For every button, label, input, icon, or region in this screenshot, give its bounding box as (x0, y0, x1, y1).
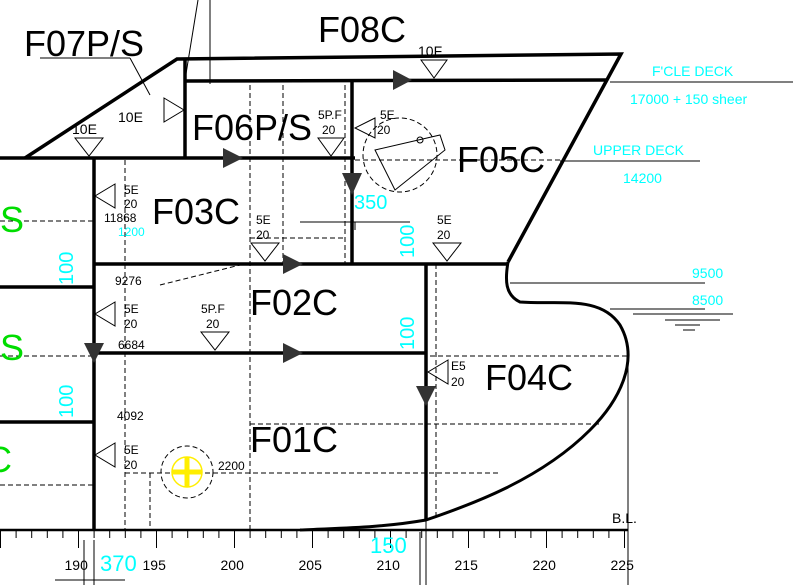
dim-100: 100 (56, 252, 78, 285)
vent-head-symbol (362, 117, 446, 193)
label-f03: F03C (152, 191, 240, 232)
weld-label: 5P.F (318, 108, 342, 122)
weld-label: 20 (124, 458, 138, 472)
frame-label: 195 (143, 557, 167, 573)
dim-1200: 1200 (118, 225, 145, 239)
weld-label: 10F (418, 43, 442, 59)
frame-scale: 190 195 200 205 210 215 220 225 (0, 530, 635, 573)
direction-markers (84, 70, 436, 406)
weld-label: 10E (118, 109, 143, 125)
upper-deck-height: 14200 (623, 170, 662, 186)
label-left-bot: C (0, 439, 12, 480)
baseline-label: B.L. (612, 510, 637, 526)
weld-label: 5E (124, 183, 139, 197)
upper-deck-name: UPPER DECK (593, 142, 685, 158)
frame-label: 205 (299, 557, 323, 573)
frame-label: 210 (377, 557, 401, 573)
dim-100: 100 (397, 225, 419, 258)
dim-100: 100 (56, 385, 78, 418)
frame-label: 225 (611, 557, 635, 573)
height-label: 6684 (118, 338, 145, 352)
weld-label: 20 (377, 123, 391, 137)
weld-label: 10E (72, 121, 97, 137)
weld-label: 20 (124, 317, 138, 331)
weld-label: 20 (437, 228, 451, 242)
hull-structure (0, 0, 630, 585)
dim-100: 100 (397, 317, 419, 350)
fcle-deck-height: 17000 + 150 sheer (630, 91, 747, 107)
weld-label: 5E (437, 213, 452, 227)
frame-label: 215 (455, 557, 479, 573)
frame-label: 200 (221, 557, 245, 573)
label-f08: F08C (318, 9, 406, 50)
weld-labels: 10E 10E 10F 5P.F 20 5E 20 5E 20 5E 20 5E… (72, 43, 466, 472)
weld-label: E5 (451, 359, 466, 373)
dim-350: 350 (354, 192, 387, 214)
deck-levels (510, 81, 793, 331)
label-left-top: /S (0, 199, 24, 240)
dim-370: 370 (100, 551, 137, 576)
fcle-deck-name: F'CLE DECK (652, 63, 734, 79)
weld-symbols (73, 59, 463, 468)
label-f02: F02C (250, 282, 338, 323)
weld-label: 20 (451, 375, 465, 389)
dim-150: 150 (370, 533, 407, 558)
label-f06: F06P/S (192, 107, 312, 148)
fan-symbol (160, 445, 214, 499)
weld-label: 5E (124, 443, 139, 457)
weld-label: 5P.F (201, 302, 225, 316)
height-label: 4092 (117, 409, 144, 423)
weld-label: 20 (206, 317, 220, 331)
label-f01: F01C (250, 419, 338, 460)
weld-label: 5E (380, 108, 395, 122)
label-f05: F05C (457, 139, 545, 180)
weld-label: 5E (256, 213, 271, 227)
frame-label: 190 (65, 557, 89, 573)
height-label: 9276 (115, 274, 142, 288)
height-labels: 11868 9276 6684 4092 2200 (104, 211, 245, 473)
label-f04: F04C (485, 357, 573, 398)
frame-label: 220 (533, 557, 557, 573)
weld-label: 20 (322, 123, 336, 137)
weld-label: 5E (124, 302, 139, 316)
label-left-mid: /S (0, 327, 24, 368)
height-label: 2200 (218, 459, 245, 473)
height-label: 11868 (104, 211, 137, 225)
weld-label: 20 (256, 228, 270, 242)
waterline-8500: 8500 (692, 292, 723, 308)
weld-label: 20 (124, 197, 138, 211)
label-f07: F07P/S (24, 23, 144, 64)
dimension-labels: 350 1200 100 100 100 100 370 150 (55, 192, 427, 585)
waterline-9500: 9500 (692, 265, 723, 281)
